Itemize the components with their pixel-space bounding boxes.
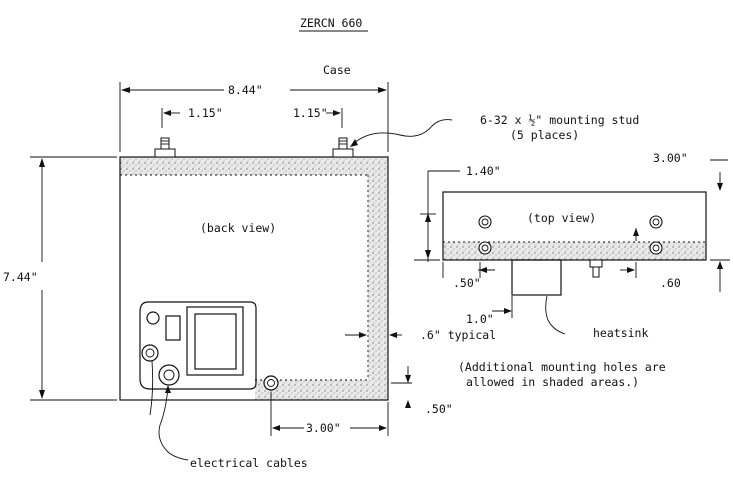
shade-width-dimension: .6" typical <box>345 328 496 342</box>
drawing-header: ZERCN 660 <box>300 16 362 30</box>
bottom-span-dimension: 3.00" <box>270 392 389 436</box>
stud-callout: 6-32 x ½" mounting stud (5 places) <box>350 113 639 147</box>
bottom-offset-dimension: .50" <box>391 366 453 416</box>
top-view-height-dimension: 1.40" <box>414 164 501 262</box>
cables-label: electrical cables <box>190 456 308 470</box>
mounting-stud-right <box>332 137 354 158</box>
heatsink: heatsink <box>511 259 648 340</box>
stud-offset-right-dimension: 1.15" <box>293 106 343 128</box>
bottom-offset-label: .50" <box>425 402 453 416</box>
stud-offset-left-label: 1.15" <box>188 106 223 120</box>
top-view-depth-label: 3.00" <box>653 151 688 165</box>
top-view-case <box>442 191 707 278</box>
stud-offset-left-dimension: 1.15" <box>161 106 223 128</box>
case-label: Case <box>323 63 351 77</box>
connector-panel <box>139 301 257 390</box>
left-edge-offset-label: .50" <box>453 276 481 290</box>
bottom-span-label: 3.00" <box>306 421 341 435</box>
heatsink-width-label: 1.0" <box>466 312 494 326</box>
back-view-label: (back view) <box>200 221 276 235</box>
electrical-cables: electrical cables <box>149 360 308 470</box>
right-edge-offset-label: .60 <box>660 276 681 290</box>
stud-note-line1: 6-32 x ½" mounting stud <box>480 113 639 127</box>
heatsink-label: heatsink <box>593 326 648 340</box>
left-edge-offset-dimension: .50" <box>442 262 495 290</box>
overall-height-label: 7.44" <box>3 270 38 284</box>
additional-holes-note-line1: (Additional mounting holes are <box>458 360 666 374</box>
overall-width-dimension: 8.44" <box>119 82 389 152</box>
shade-width-label: .6" typical <box>420 328 496 342</box>
overall-width-label: 8.44" <box>228 83 263 97</box>
top-view-height-label: 1.40" <box>466 164 501 178</box>
back-view-case <box>119 156 389 401</box>
bottom-mounting-hole <box>263 375 279 391</box>
additional-holes-note-line2: allowed in shaded areas.) <box>466 375 639 389</box>
stud-note-line2: (5 places) <box>510 128 579 142</box>
mounting-stud-left <box>154 137 176 158</box>
heatsink-width-dimension: 1.0" <box>466 296 513 326</box>
stud-offset-right-label: 1.15" <box>293 106 328 120</box>
overall-height-dimension: 7.44" <box>3 156 117 401</box>
top-view-label: (top view) <box>527 211 596 225</box>
top-view-depth-dimension: 3.00" <box>653 151 730 292</box>
right-edge-offset-dimension: .60 <box>620 228 681 290</box>
